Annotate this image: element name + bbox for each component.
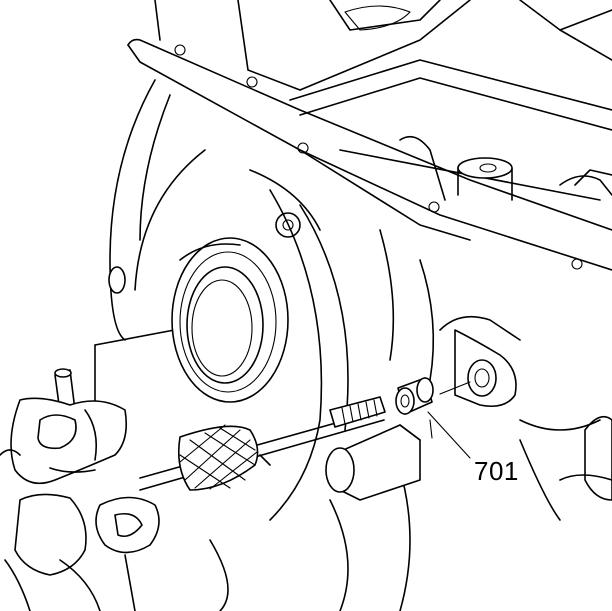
pan-rail-flange	[127, 38, 612, 271]
installer-tool	[139, 381, 471, 491]
hand-with-handle	[0, 368, 160, 611]
case-bore-boss	[454, 329, 517, 408]
case-wall	[108, 79, 612, 611]
case-housing	[154, 0, 612, 201]
case-lug	[325, 424, 421, 501]
case-bosses	[399, 135, 612, 201]
callout-leader-line	[427, 411, 471, 459]
part-701-bushing	[395, 377, 434, 415]
output-shaft	[94, 237, 289, 406]
callout-label-701: 701	[474, 456, 519, 486]
